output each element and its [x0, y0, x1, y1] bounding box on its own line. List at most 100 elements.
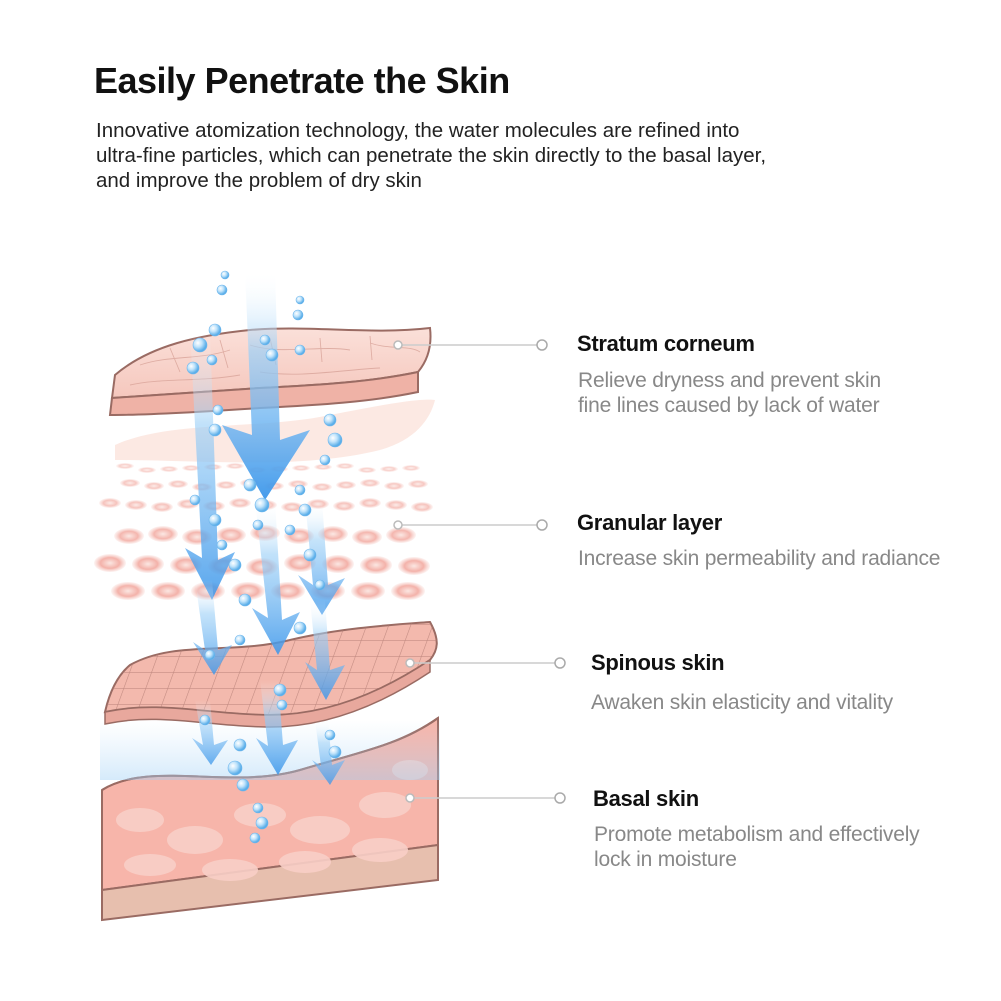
water-droplet [249, 832, 261, 844]
granular-cell [333, 501, 355, 511]
granular-cell [336, 481, 356, 489]
intro-text: Innovative atomization technology, the w… [96, 118, 896, 193]
water-droplet [220, 270, 230, 280]
granular-cell [352, 529, 382, 545]
granular-cell [216, 527, 246, 543]
leader-lines [393, 339, 566, 804]
granular-cell [216, 481, 236, 489]
water-droplet [206, 354, 218, 366]
water-droplet [186, 361, 200, 375]
water-droplet [192, 337, 208, 353]
granular-cell [229, 498, 251, 508]
granular-cell [231, 582, 265, 600]
granular-cell [314, 464, 332, 470]
water-droplet [227, 760, 243, 776]
layer-label-basal-skin: Basal skin [593, 786, 699, 811]
granular-cell [386, 527, 416, 543]
water-droplet [294, 484, 306, 496]
water-droplet [327, 432, 343, 448]
layer-desc-spinous-skin: Awaken skin elasticity and vitality [591, 690, 893, 715]
water-droplet [208, 423, 222, 437]
granular-cell [292, 465, 310, 471]
water-droplet [233, 738, 247, 752]
leader-stratum-corneum [393, 339, 548, 351]
leader-granular-layer [393, 519, 548, 531]
granular-cell [360, 556, 392, 574]
water-droplet [243, 478, 257, 492]
water-droplet [294, 344, 306, 356]
water-droplet [228, 558, 242, 572]
water-droplet [265, 348, 279, 362]
granular-cell [151, 502, 173, 512]
water-droplet [254, 497, 270, 513]
layer-label-spinous-skin: Spinous skin [591, 650, 725, 675]
granular-cell [385, 500, 407, 510]
granular-cell [391, 582, 425, 600]
layer-label-stratum-corneum: Stratum corneum [577, 331, 755, 356]
granular-cell [380, 466, 398, 472]
leader-basal-skin [405, 792, 566, 804]
granular-cell [281, 502, 303, 512]
intro-line: and improve the problem of dry skin [96, 169, 422, 192]
water-droplet [216, 539, 228, 551]
water-droplet [314, 579, 326, 591]
granular-cell [312, 483, 332, 491]
granular-cell [226, 463, 244, 469]
water-droplet [255, 816, 269, 830]
water-droplet [238, 593, 252, 607]
desc-line: Increase skin permeability and radiance [578, 547, 941, 570]
water-droplet [212, 404, 224, 416]
granular-cell [359, 498, 381, 508]
desc-line: Promote metabolism and effectively [594, 823, 920, 846]
granular-cell [411, 502, 433, 512]
water-droplet [298, 503, 312, 517]
water-arrows [185, 270, 345, 785]
layer-label-granular-layer: Granular layer [577, 510, 722, 535]
granular-cell [318, 526, 348, 542]
basal-skin-block [100, 716, 440, 922]
water-droplet [252, 802, 264, 814]
desc-line: Awaken skin elasticity and vitality [591, 691, 893, 714]
water-droplet [324, 729, 336, 741]
leader-spinous-skin [405, 657, 566, 669]
granular-cell [160, 466, 178, 472]
water-droplet [216, 284, 228, 296]
water-droplets [186, 270, 343, 844]
granular-cell [151, 582, 185, 600]
water-droplet [292, 309, 304, 321]
granular-cell [182, 465, 200, 471]
water-droplet [204, 649, 216, 661]
granular-cell [408, 480, 428, 488]
granular-cell [111, 582, 145, 600]
granular-cell [148, 526, 178, 542]
granular-cell [125, 500, 147, 510]
water-droplet [208, 513, 222, 527]
water-droplet [189, 494, 201, 506]
granular-cell [144, 482, 164, 490]
water-droplet [323, 413, 337, 427]
granular-cell [138, 467, 156, 473]
granular-cell [132, 555, 164, 573]
water-droplet [236, 778, 250, 792]
desc-line: lock in moisture [594, 848, 737, 871]
water-droplet [276, 699, 288, 711]
page-title: Easily Penetrate the Skin [94, 60, 510, 101]
granular-cell [94, 554, 126, 572]
granular-cell [116, 463, 134, 469]
water-droplet [295, 295, 305, 305]
granular-cell [351, 582, 385, 600]
granular-cell [358, 467, 376, 473]
granular-cell [168, 480, 188, 488]
water-droplet [208, 323, 222, 337]
layer-desc-granular-layer: Increase skin permeability and radiance [578, 546, 940, 571]
water-droplet [199, 714, 211, 726]
granular-cell [114, 528, 144, 544]
water-droplet [328, 745, 342, 759]
water-droplet [259, 334, 271, 346]
desc-line: fine lines caused by lack of water [578, 394, 880, 417]
intro-line: ultra-fine particles, which can penetrat… [96, 144, 767, 167]
granular-cell [99, 498, 121, 508]
granular-cell [120, 479, 140, 487]
desc-line: Relieve dryness and prevent skin [578, 369, 881, 392]
